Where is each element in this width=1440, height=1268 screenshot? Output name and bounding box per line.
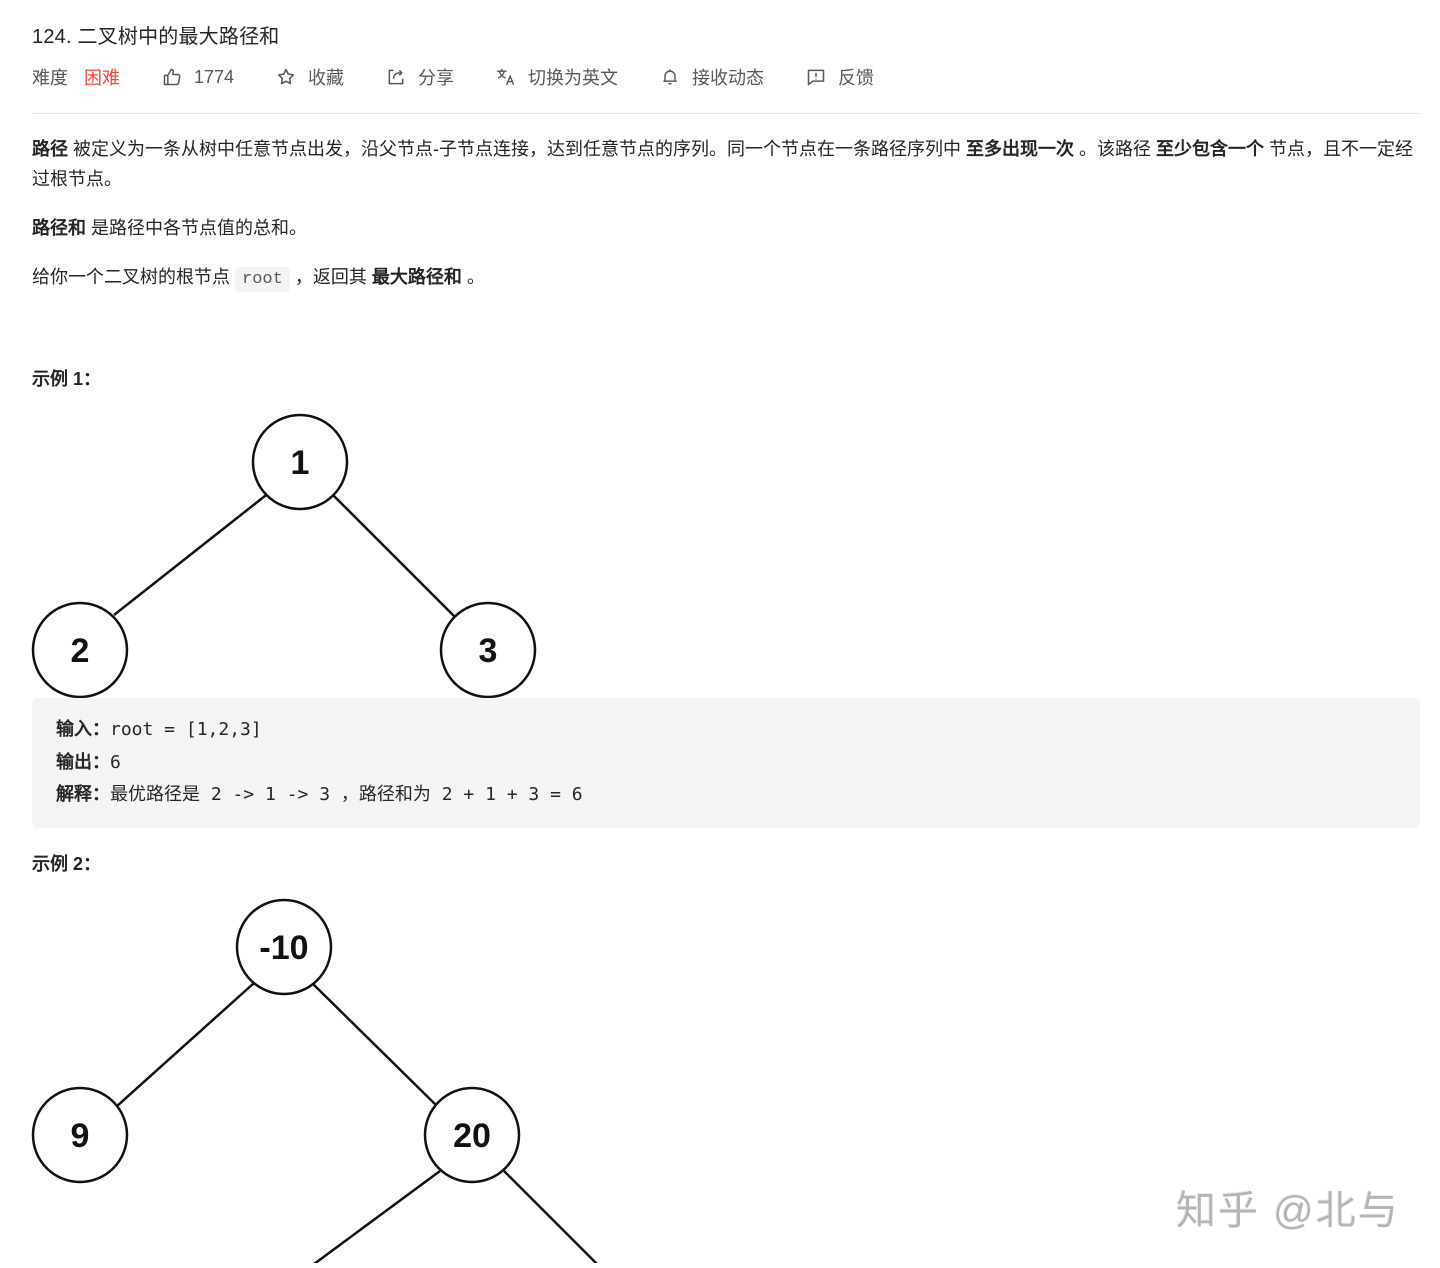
header-divider (32, 113, 1420, 114)
feedback-icon (807, 69, 825, 86)
like-count: 1774 (194, 66, 235, 87)
feedback-button[interactable]: 反馈 (806, 64, 874, 90)
tree-node-right: 20 (453, 1117, 491, 1155)
term-path-sum: 路径和 (32, 218, 86, 238)
text: 。 (461, 267, 485, 287)
term-path: 路径 (32, 139, 68, 159)
thumbs-up-icon (163, 68, 181, 86)
text: 是路径中各节点值的总和。 (86, 218, 307, 238)
explanation-text: ，路径和为 (340, 784, 431, 805)
text: ，返回其 (289, 267, 372, 287)
emphasis-max-path-sum: 最大路径和 (371, 267, 462, 287)
translate-button[interactable]: 切换为英文 (496, 64, 618, 90)
example-explanation-line: 解释：最优路径是 2 -> 1 -> 3 ，路径和为 2 + 1 + 3 = 6 (56, 779, 1396, 812)
description-paragraph-3: 给你一个二叉树的根节点 root ，返回其 最大路径和 。 (32, 262, 1422, 295)
notify-button[interactable]: 接收动态 (660, 64, 764, 90)
emphasis-at-most-once: 至多出现一次 (966, 139, 1074, 159)
example-input-line: 输入：root = [1,2,3] (56, 714, 1396, 747)
share-icon (388, 69, 404, 85)
problem-title: 124. 二叉树中的最大路径和 (32, 26, 280, 48)
favorite-button[interactable]: 收藏 (276, 64, 344, 90)
tree-node-left: 2 (71, 632, 90, 670)
example-2-heading: 示例 2： (32, 854, 102, 874)
difficulty-value: 困难 (84, 68, 120, 88)
notify-label: 接收动态 (692, 68, 765, 88)
like-button[interactable]: 1774 (162, 67, 234, 88)
tree-node-root: -10 (259, 929, 308, 967)
description-paragraph-1: 路径 被定义为一条从树中任意节点出发，沿父节点-子节点连接，达到任意节点的序列。… (32, 134, 1422, 194)
example-1-heading: 示例 1： (32, 369, 102, 389)
star-icon (277, 68, 295, 85)
emphasis-at-least-one: 至少包含一个 (1156, 139, 1265, 159)
problem-meta-bar: 难度 困难 1774 收藏 分享 切换为英文 (32, 64, 916, 90)
share-button[interactable]: 分享 (386, 64, 454, 90)
text: 。该路径 (1074, 139, 1157, 159)
favorite-label: 收藏 (308, 68, 345, 88)
problem-description: 路径 被定义为一条从树中任意节点出发，沿父节点-子节点连接，达到任意节点的序列。… (32, 134, 1422, 314)
text: 给你一个二叉树的根节点 (32, 267, 235, 287)
input-label: 输入： (56, 719, 110, 740)
example-output-line: 输出：6 (56, 747, 1396, 780)
output-label: 输出： (56, 751, 110, 773)
text: 节点，且不一定经过根节点。 (32, 139, 1414, 189)
tree-node-right: 3 (479, 632, 498, 670)
input-value: root = [1,2,3] (110, 719, 262, 740)
difficulty: 难度 困难 (32, 64, 120, 90)
explanation-label: 解释： (56, 784, 110, 805)
watermark: 知乎 @北与 (1176, 1189, 1400, 1233)
tree-node-left: 9 (71, 1117, 90, 1155)
explanation-path: 2 -> 1 -> 3 (200, 784, 341, 805)
feedback-label: 反馈 (838, 68, 875, 88)
example-2-tree-diagram: -10 9 20 (30, 895, 630, 1268)
share-label: 分享 (418, 68, 455, 88)
explanation-sum: 2 + 1 + 3 = 6 (430, 784, 583, 805)
inline-code-root: root (235, 267, 290, 292)
description-paragraph-2: 路径和 是路径中各节点值的总和。 (32, 213, 1422, 243)
bell-icon (663, 69, 677, 85)
output-value: 6 (110, 751, 121, 773)
translate-icon (497, 68, 515, 86)
text: 被定义为一条从树中任意节点出发，沿父节点-子节点连接，达到任意节点的序列。同一个… (68, 139, 966, 159)
tree-node-root: 1 (291, 444, 310, 482)
translate-label: 切换为英文 (528, 68, 619, 88)
difficulty-label: 难度 (32, 68, 68, 88)
example-1-io-block: 输入：root = [1,2,3] 输出：6 解释：最优路径是 2 -> 1 -… (32, 698, 1420, 828)
example-1-tree-diagram: 1 2 3 (30, 410, 542, 705)
explanation-text: 最优路径是 (110, 784, 200, 805)
